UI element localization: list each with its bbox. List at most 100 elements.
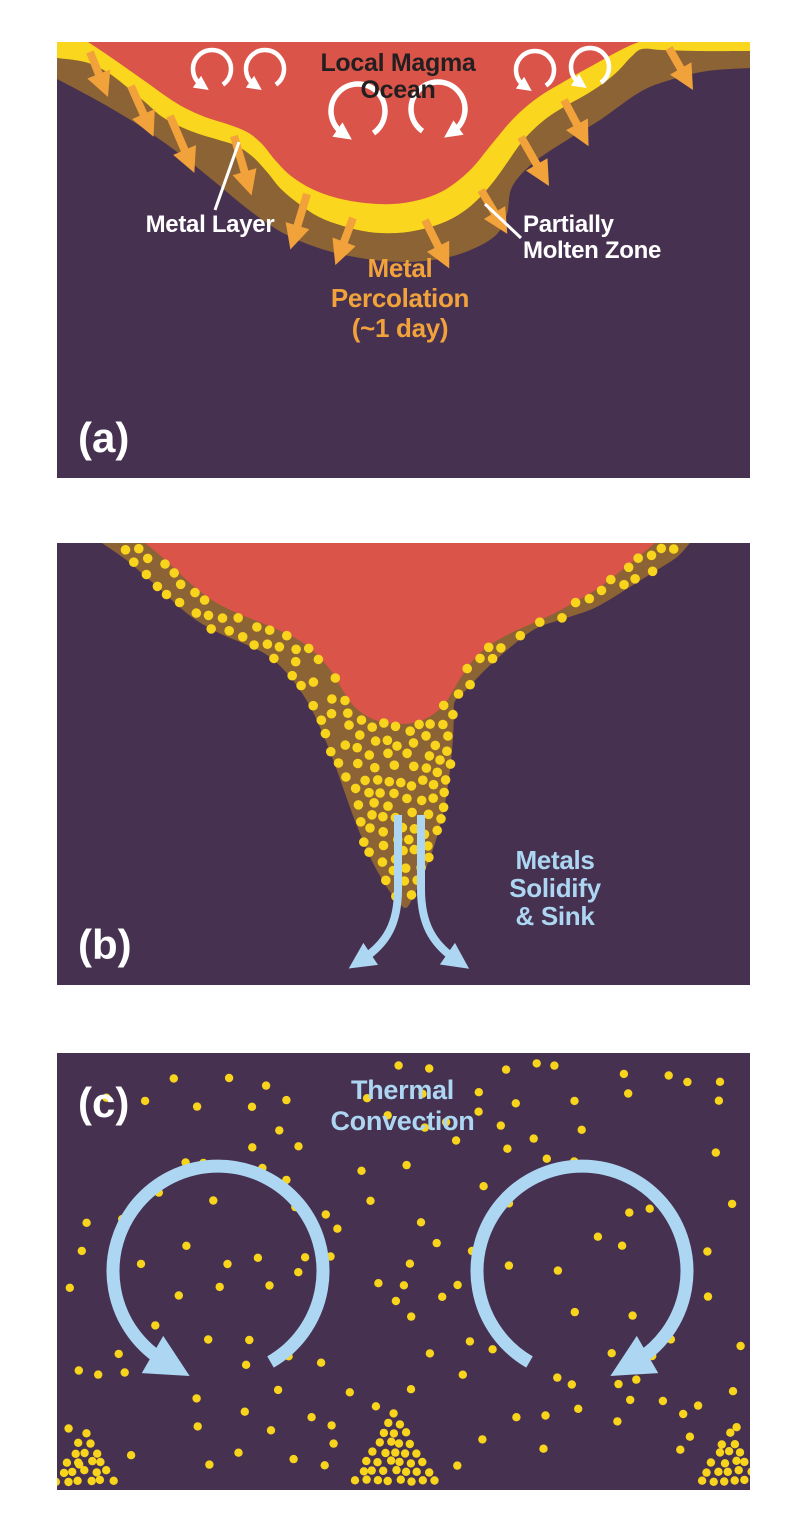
metal-dot bbox=[294, 1268, 303, 1277]
metal-dot bbox=[619, 1069, 629, 1079]
metal-dot bbox=[409, 824, 420, 834]
metal-dot bbox=[245, 1335, 254, 1345]
metal-dot bbox=[321, 1210, 330, 1219]
convection-circle-arrow-icons bbox=[190, 45, 612, 140]
metal-dot bbox=[443, 731, 453, 741]
metal-dot bbox=[62, 1458, 72, 1467]
metal-dot bbox=[416, 1218, 426, 1227]
metal-dot bbox=[418, 1476, 427, 1485]
metal-dot bbox=[353, 758, 363, 769]
metal-dot bbox=[175, 579, 186, 590]
magma-ocean-label: Local Magma Ocean bbox=[320, 49, 476, 104]
metal-dot bbox=[389, 788, 399, 799]
metal-dot bbox=[320, 1461, 329, 1470]
metal-dot bbox=[367, 722, 378, 732]
metal-dot bbox=[593, 1232, 603, 1241]
metal-dot bbox=[300, 1253, 310, 1262]
metal-dot bbox=[364, 787, 374, 798]
metal-dot bbox=[269, 653, 279, 664]
metal-dot bbox=[647, 566, 658, 577]
metal-dot bbox=[539, 1444, 548, 1453]
metal-dot bbox=[74, 1366, 83, 1375]
metal-dot bbox=[714, 1096, 724, 1105]
percolation-arrow-icon bbox=[560, 98, 589, 147]
metal-dot bbox=[418, 1089, 427, 1098]
metal-dot bbox=[365, 823, 375, 833]
metal-dot bbox=[355, 730, 365, 740]
panel-a-graphic bbox=[57, 42, 750, 478]
metal-dot bbox=[496, 643, 506, 653]
percolation-arrow-icon bbox=[665, 46, 693, 90]
metal-dot bbox=[465, 679, 475, 690]
thermal-convection-arrow-icons bbox=[106, 1159, 694, 1377]
metal-dot bbox=[606, 574, 616, 585]
metal-dot bbox=[174, 1291, 183, 1300]
metal-dot bbox=[151, 1321, 160, 1330]
metal-dot bbox=[326, 746, 336, 757]
metal-dot bbox=[717, 1440, 726, 1449]
metal-dot bbox=[541, 1411, 550, 1420]
metal-dot bbox=[247, 1102, 257, 1111]
metal-dot bbox=[362, 1456, 371, 1466]
metal-dot bbox=[80, 1466, 89, 1475]
metal-dot bbox=[676, 1445, 685, 1454]
metal-dot bbox=[567, 1380, 576, 1389]
metal-dot bbox=[406, 1385, 416, 1394]
metal-dot bbox=[141, 569, 152, 580]
metal-dot bbox=[326, 708, 337, 719]
metal-dot bbox=[265, 1281, 274, 1290]
metal-dot bbox=[405, 1439, 414, 1449]
metal-dot bbox=[367, 810, 377, 820]
metal-dot bbox=[430, 740, 441, 751]
metal-dot bbox=[730, 1440, 740, 1449]
metal-dot bbox=[697, 1476, 707, 1485]
metal-dot bbox=[390, 721, 401, 732]
percolation-arrow-icon bbox=[86, 50, 111, 97]
metal-dot bbox=[249, 640, 259, 650]
metal-dot bbox=[624, 1089, 633, 1098]
metal-dot bbox=[224, 1073, 234, 1083]
metals-sink-arrow-icons bbox=[348, 815, 470, 969]
metal-dot bbox=[570, 1096, 579, 1106]
metal-dot bbox=[709, 1477, 718, 1486]
metal-dot bbox=[233, 613, 243, 623]
metal-dot bbox=[483, 642, 494, 653]
metal-dot bbox=[409, 761, 419, 772]
metal-dot bbox=[330, 673, 341, 683]
metal-dot bbox=[96, 1457, 105, 1467]
metal-dot bbox=[102, 1093, 111, 1102]
metal-percolation-arrow-icons bbox=[86, 46, 693, 269]
metal-dot bbox=[320, 728, 331, 739]
metal-dot bbox=[308, 677, 319, 687]
metal-dot bbox=[362, 1475, 371, 1484]
molten-zone-label: Partially Molten Zone bbox=[523, 212, 703, 264]
metal-dot bbox=[405, 1259, 415, 1268]
metal-dot bbox=[703, 1292, 713, 1301]
metal-dot bbox=[458, 1370, 467, 1379]
metal-dot bbox=[424, 751, 435, 761]
metal-dot bbox=[736, 1341, 745, 1351]
metal-dot bbox=[683, 1077, 692, 1087]
metal-dot bbox=[73, 1476, 82, 1485]
metal-dot bbox=[424, 852, 434, 863]
metal-dot bbox=[406, 1459, 416, 1468]
percolation-arrow-icon bbox=[421, 218, 450, 269]
metal-dot bbox=[408, 738, 419, 748]
metal-dot bbox=[120, 1368, 129, 1377]
metal-dot bbox=[726, 1428, 735, 1437]
metal-dot bbox=[87, 1476, 96, 1486]
metal-dot bbox=[658, 1396, 668, 1406]
molten-zone-pointer-line bbox=[483, 202, 523, 240]
metal-dot bbox=[381, 1448, 390, 1458]
metal-dot bbox=[402, 793, 412, 804]
metal-dot bbox=[217, 613, 228, 623]
metal-dot bbox=[430, 1476, 439, 1485]
metal-dot bbox=[370, 736, 381, 746]
metal-dot bbox=[82, 1218, 91, 1227]
metal-dot bbox=[372, 775, 383, 785]
metal-dot bbox=[711, 1148, 720, 1157]
metal-dot bbox=[391, 1448, 400, 1457]
metal-dot bbox=[448, 709, 458, 720]
metal-dot bbox=[215, 1282, 224, 1292]
metal-dot bbox=[253, 1253, 263, 1262]
